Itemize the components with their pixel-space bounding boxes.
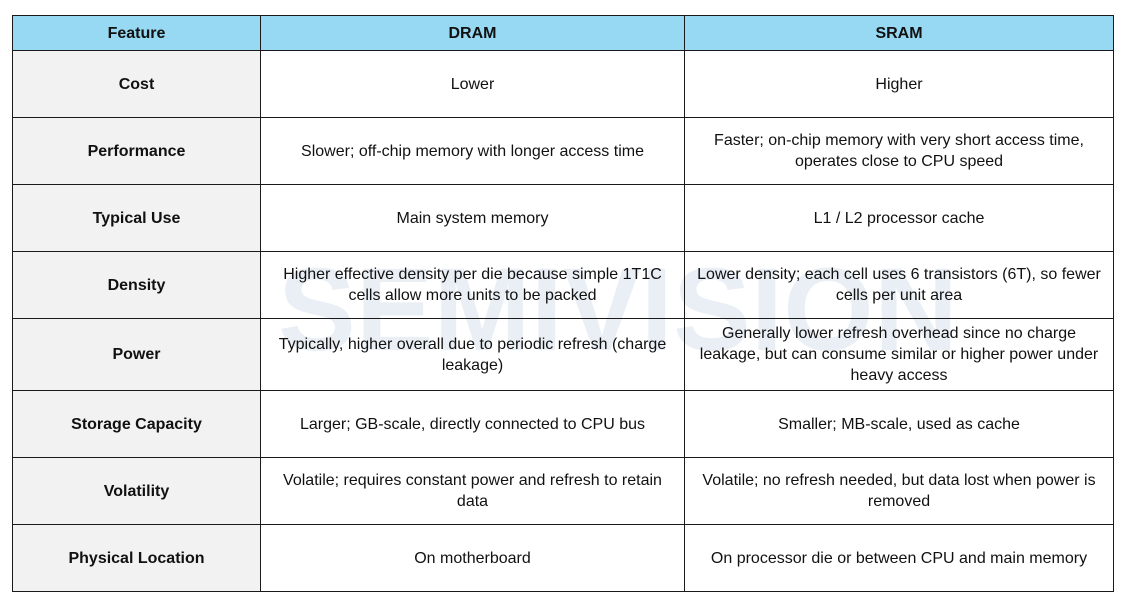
sram-cell: On processor die or between CPU and main… [684, 524, 1114, 592]
sram-cell: Volatile; no refresh needed, but data lo… [684, 457, 1114, 525]
feature-cell: Typical Use [12, 184, 261, 252]
dram-cell: Volatile; requires constant power and re… [260, 457, 685, 525]
header-sram: SRAM [684, 15, 1114, 51]
sram-cell: Higher [684, 50, 1114, 118]
comparison-table: Feature DRAM SRAM Cost Lower Higher Perf… [12, 15, 1114, 592]
dram-cell: Lower [260, 50, 685, 118]
table-row: Storage Capacity Larger; GB-scale, direc… [12, 390, 1114, 458]
feature-cell: Cost [12, 50, 261, 118]
header-row: Feature DRAM SRAM [12, 15, 1114, 51]
dram-cell: Larger; GB-scale, directly connected to … [260, 390, 685, 458]
dram-cell: Higher effective density per die because… [260, 251, 685, 319]
dram-cell: On motherboard [260, 524, 685, 592]
table-row: Performance Slower; off-chip memory with… [12, 117, 1114, 185]
table-row: Volatility Volatile; requires constant p… [12, 457, 1114, 525]
sram-cell: Faster; on-chip memory with very short a… [684, 117, 1114, 185]
feature-cell: Density [12, 251, 261, 319]
sram-cell: Generally lower refresh overhead since n… [684, 318, 1114, 391]
dram-cell: Main system memory [260, 184, 685, 252]
dram-cell: Slower; off-chip memory with longer acce… [260, 117, 685, 185]
feature-cell: Power [12, 318, 261, 391]
sram-cell: Smaller; MB-scale, used as cache [684, 390, 1114, 458]
feature-cell: Performance [12, 117, 261, 185]
header-feature: Feature [12, 15, 261, 51]
header-dram: DRAM [260, 15, 685, 51]
table-row: Typical Use Main system memory L1 / L2 p… [12, 184, 1114, 252]
table-row: Cost Lower Higher [12, 50, 1114, 118]
table-row: Density Higher effective density per die… [12, 251, 1114, 319]
feature-cell: Storage Capacity [12, 390, 261, 458]
sram-cell: L1 / L2 processor cache [684, 184, 1114, 252]
feature-cell: Volatility [12, 457, 261, 525]
table-row: Physical Location On motherboard On proc… [12, 524, 1114, 592]
sram-cell: Lower density; each cell uses 6 transist… [684, 251, 1114, 319]
table-row: Power Typically, higher overall due to p… [12, 318, 1114, 391]
feature-cell: Physical Location [12, 524, 261, 592]
dram-cell: Typically, higher overall due to periodi… [260, 318, 685, 391]
